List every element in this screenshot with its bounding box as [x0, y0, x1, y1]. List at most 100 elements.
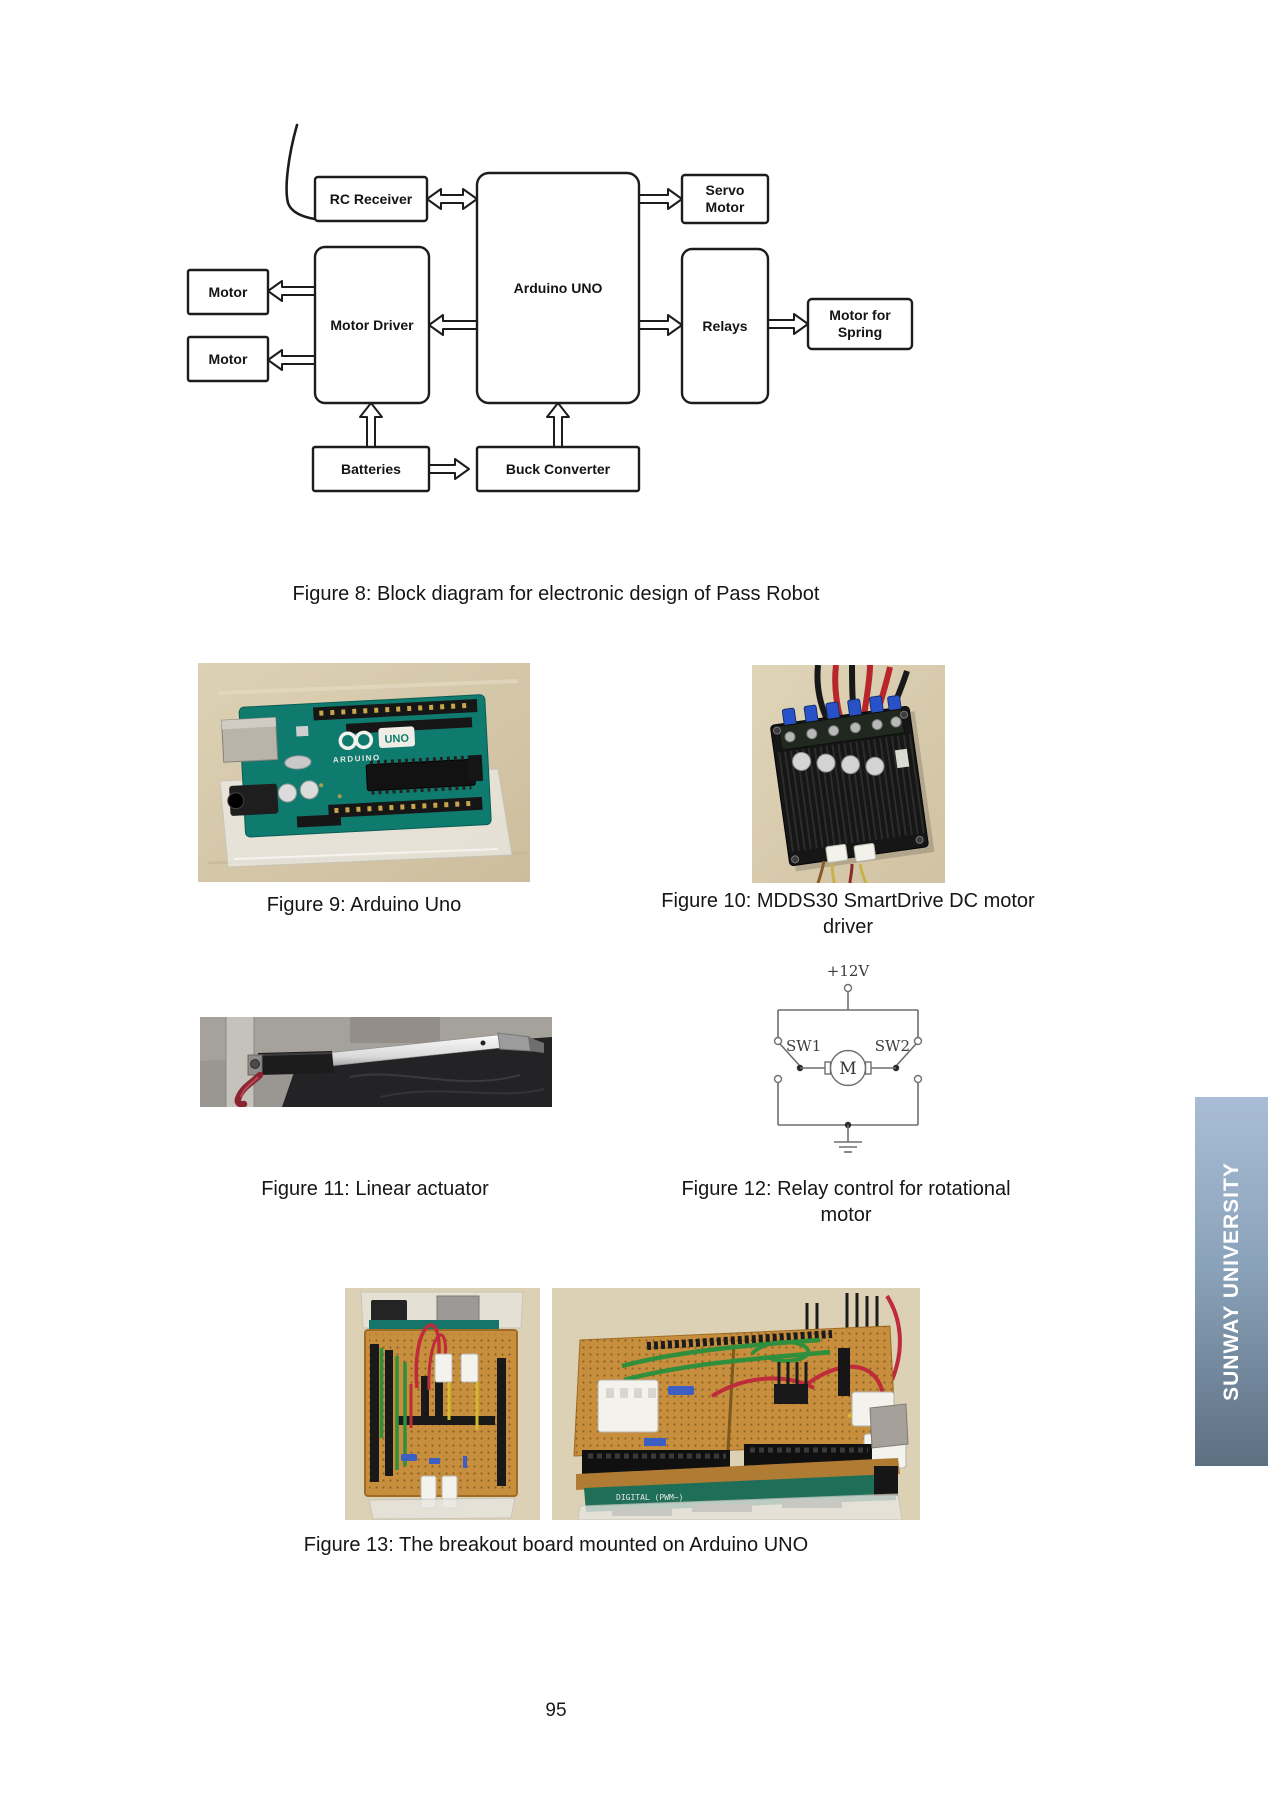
label-motor-bottom: Motor [209, 351, 248, 367]
motor-brush-right [864, 1061, 872, 1075]
figure13-caption: Figure 13: The breakout board mounted on… [303, 1534, 809, 1556]
label-relays: Relays [702, 318, 747, 334]
icsp-header [467, 754, 484, 782]
mid-headers [774, 1348, 850, 1404]
label-motor-for-spring-line1: Motor for [829, 307, 891, 323]
pin-strip-left-outer [370, 1344, 379, 1482]
pin-strip-short [421, 1376, 429, 1420]
red-wire-arc [427, 1333, 447, 1391]
sidebar-label: SUNWAY UNIVERSITY [1220, 1162, 1243, 1401]
motor-label: M [839, 1059, 856, 1079]
diagram-arrows [267, 188, 809, 480]
via-dot [319, 783, 324, 788]
usb-port-highlight [221, 717, 276, 730]
actuator-photo-art [200, 1017, 552, 1107]
front-header-rows [582, 1444, 872, 1474]
yellow-wire [830, 862, 836, 883]
pin-strip-left-inner [385, 1350, 393, 1476]
sw2-blade [895, 1043, 917, 1067]
corner-screw [791, 855, 800, 864]
arduino-brand-text: ARDUINO [333, 753, 381, 764]
jst-connector-large [597, 1379, 659, 1433]
red-cable-highlight [240, 1076, 259, 1098]
connector-slot [620, 1388, 628, 1398]
page-number: 95 [545, 1700, 567, 1721]
connector-slot [634, 1388, 642, 1398]
arduino-logo-infinity [354, 730, 374, 750]
acrylic-slot [782, 1500, 842, 1508]
capacitors [792, 751, 885, 776]
jumper-wires [379, 1323, 479, 1470]
box-motor-for-spring [806, 297, 914, 351]
label-rc-receiver: RC Receiver [330, 191, 413, 207]
usb-block [436, 1295, 480, 1325]
label-motor-driver: Motor Driver [330, 317, 414, 333]
capacitor-top [840, 755, 860, 775]
box-relays [680, 247, 770, 405]
figure10-caption-line2: driver [822, 916, 873, 938]
motor-brush-left [824, 1061, 832, 1075]
screw [871, 719, 883, 731]
sw2-terminal [913, 1036, 923, 1046]
terminal-block [777, 708, 906, 751]
header-strips [370, 1344, 506, 1486]
capacitor-top [865, 756, 885, 776]
screw [806, 728, 818, 740]
header-block [774, 1384, 808, 1404]
rod-pin [480, 1040, 486, 1046]
figure12-caption-line2: motor [820, 1204, 872, 1226]
blue-component [429, 1458, 440, 1464]
cable-shadow [379, 1088, 545, 1098]
dark-component [371, 1300, 407, 1322]
box-buck-converter [475, 445, 641, 493]
brown-wire [816, 860, 826, 883]
usb-port-side [869, 1403, 909, 1449]
pin-strip-right [497, 1358, 506, 1486]
label-buck-converter: Buck Converter [506, 461, 611, 477]
capacitor [299, 780, 319, 800]
chip-pins-bottom [371, 785, 472, 795]
driver-board [770, 694, 935, 872]
via-dot [337, 794, 342, 799]
box-batteries [311, 445, 431, 493]
sw1-blade [779, 1043, 801, 1067]
cable-shadow [349, 1073, 521, 1083]
acrylic-edge-highlight [233, 848, 499, 860]
mount-bolt [250, 1059, 260, 1069]
pin-header-second [345, 717, 473, 734]
jst-connector [460, 1353, 479, 1383]
uno-logo-box [378, 726, 416, 748]
capacitor-block [874, 1466, 898, 1496]
linear-actuator [234, 1032, 544, 1107]
box-arduino-uno [475, 171, 641, 405]
wall-patch [350, 1017, 440, 1043]
pin-strip-short [435, 1380, 443, 1420]
arrow-motordriver-motor-top [267, 280, 316, 302]
signal-wires [816, 860, 868, 883]
antenna-wire [285, 123, 317, 221]
sw1-lower-terminal [773, 1074, 783, 1084]
motor-housing [258, 1051, 334, 1075]
arrow-rc-arduino [426, 188, 478, 210]
figure8-block-diagram: RC Receiver Arduino UNO Servo Motor Moto… [186, 123, 914, 493]
screw [890, 716, 902, 728]
back-header-row [646, 1330, 833, 1350]
sw1-terminal [773, 1036, 783, 1046]
uno-logo-text: UNO [384, 733, 409, 746]
label-servo-motor-line2: Motor [706, 199, 745, 215]
capacitor-top [792, 751, 812, 771]
screw [784, 731, 796, 743]
sw2-lower-terminal [913, 1074, 923, 1084]
red-wire-tall [885, 1294, 902, 1381]
label-servo-motor-line1: Servo [706, 182, 745, 198]
figure13-photo-breakout-top [345, 1288, 540, 1520]
breakout-top-art [345, 1288, 540, 1520]
atmega-chip [365, 758, 476, 792]
heatsink-fins [776, 733, 925, 852]
label-sticker [894, 748, 910, 769]
arrow-arduino-motordriver [428, 314, 478, 336]
pin-strip-middle [397, 1416, 495, 1425]
box-servo-motor [680, 173, 770, 225]
acrylic-slot [612, 1508, 672, 1516]
